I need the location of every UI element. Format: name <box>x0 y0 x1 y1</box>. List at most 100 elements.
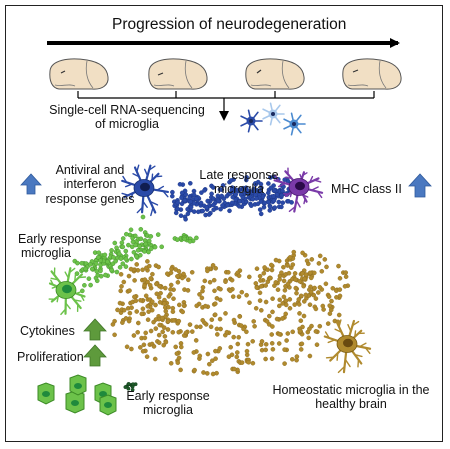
cell-point <box>309 257 315 262</box>
cell-point <box>117 300 123 306</box>
cell-point <box>161 301 167 306</box>
cell-point <box>153 302 158 308</box>
cell-point <box>156 340 162 346</box>
cell-point <box>179 190 185 196</box>
cell-point <box>211 277 217 283</box>
cell-point <box>284 338 289 343</box>
cell-point <box>168 282 174 288</box>
cell-point <box>195 209 201 215</box>
cell-point <box>146 263 152 269</box>
cell-point <box>243 185 249 190</box>
cell-point <box>220 203 225 208</box>
cell-point <box>287 297 293 302</box>
cell-point <box>87 262 93 267</box>
cell-point <box>313 329 319 334</box>
cell-point <box>194 324 199 330</box>
cell-point <box>307 270 313 276</box>
cell-point <box>297 311 302 316</box>
cell-point <box>140 267 145 273</box>
cell-point <box>128 227 134 233</box>
cell-point <box>126 242 131 248</box>
cell-point <box>307 326 312 332</box>
cell-point <box>113 258 118 264</box>
cell-point <box>263 283 269 288</box>
cell-point <box>210 371 216 377</box>
cell-point <box>140 306 146 312</box>
cell-point <box>189 269 195 275</box>
cell-point <box>245 191 250 196</box>
cell-point <box>171 318 177 323</box>
cell-point <box>152 244 158 250</box>
cell-point <box>236 294 242 300</box>
cell-point <box>299 341 305 347</box>
cell-point <box>272 205 278 210</box>
cell-point <box>330 285 336 291</box>
cell-point <box>116 251 122 257</box>
cytokines-label: Cytokines <box>20 324 75 338</box>
cell-point <box>236 273 242 279</box>
cell-point <box>285 331 291 336</box>
cell-point <box>213 356 218 362</box>
cell-point <box>153 317 159 322</box>
mhc-label: MHC class II <box>331 182 402 196</box>
cell-point <box>258 199 264 204</box>
cell-point <box>168 360 174 366</box>
cell-point <box>270 324 275 329</box>
cell-point <box>200 208 205 214</box>
cell-point <box>237 314 243 319</box>
homeostatic-line2: healthy brain <box>315 397 387 412</box>
cell-point <box>225 269 231 275</box>
cell-point <box>263 341 269 347</box>
cell-point <box>205 198 210 204</box>
cell-point <box>112 240 118 246</box>
cell-point <box>306 335 312 341</box>
cytokines-up-arrow <box>83 318 107 341</box>
cell-point <box>98 268 103 274</box>
cell-point <box>163 308 169 314</box>
cell-point <box>210 185 216 190</box>
cell-point <box>194 303 199 309</box>
antiviral-line2: interferon <box>63 177 117 192</box>
cell-point <box>145 317 151 323</box>
cell-point <box>325 321 331 326</box>
cell-point <box>171 296 176 302</box>
cell-point <box>176 329 181 335</box>
proliferation-label: Proliferation <box>17 350 84 364</box>
cell-point <box>134 254 139 259</box>
cell-point <box>268 262 274 268</box>
cell-point <box>119 284 124 289</box>
cell-point <box>79 260 85 266</box>
cell-point <box>269 340 275 346</box>
cell-point <box>137 345 143 350</box>
cell-point <box>258 283 264 289</box>
cell-point <box>179 195 184 201</box>
cell-point <box>337 275 343 281</box>
cell-point <box>111 255 116 260</box>
cell-point <box>231 366 237 372</box>
cell-point <box>179 201 185 207</box>
cell-point <box>152 356 158 362</box>
antiviral-line1: Antiviral and <box>55 163 125 177</box>
figure-frame <box>5 5 443 442</box>
cell-point <box>217 346 223 351</box>
cell-point <box>209 317 215 323</box>
cell-point <box>123 264 129 269</box>
cell-point <box>142 277 148 282</box>
cell-point <box>270 296 275 302</box>
cell-point <box>248 203 254 208</box>
cell-point <box>205 351 211 357</box>
homeostatic-line1: Homeostatic microglia in the <box>272 383 430 397</box>
cell-point <box>245 341 251 347</box>
cell-point <box>287 305 293 311</box>
cell-point <box>146 309 151 315</box>
cell-point <box>175 279 181 285</box>
cell-point <box>96 250 102 255</box>
cell-point <box>317 323 323 329</box>
cell-point <box>329 298 334 304</box>
cell-point <box>98 258 103 263</box>
cell-point <box>267 208 273 213</box>
cell-point <box>201 370 206 375</box>
cell-point <box>227 288 233 294</box>
cell-point <box>254 266 260 272</box>
